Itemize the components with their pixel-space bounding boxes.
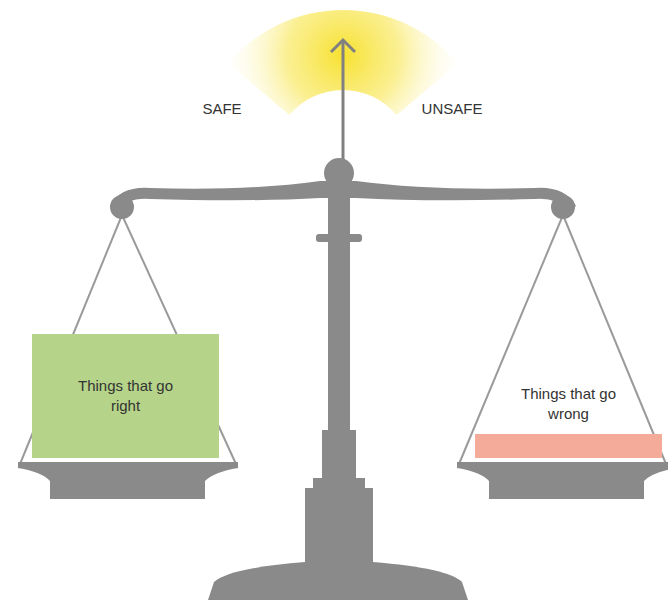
- outcome-box: Things that go right: [32, 334, 219, 458]
- outcome-bar: Things that go wrong: [475, 434, 662, 458]
- column-collar: [316, 234, 362, 242]
- scale-base: [208, 562, 468, 600]
- needle-arrowhead: [331, 40, 355, 52]
- node-label: Things that go wrong: [521, 384, 617, 424]
- node-label: Things that go right: [78, 376, 174, 416]
- beam-end-knob: [110, 195, 134, 219]
- scale-body: [18, 158, 668, 600]
- pan-string: [459, 215, 563, 464]
- indicator-needle: [342, 40, 345, 160]
- column-lower: [322, 430, 356, 480]
- left-pan: [18, 462, 238, 499]
- scale-label: SAFE: [182, 100, 262, 117]
- right-pan: [457, 462, 668, 499]
- pivot-knob: [324, 158, 354, 188]
- column-neck: [331, 242, 347, 250]
- pan-string: [563, 215, 666, 464]
- scale-label: UNSAFE: [407, 100, 497, 117]
- column-pedestal: [305, 488, 373, 564]
- scale-column: [328, 180, 350, 435]
- beam-end-knob: [551, 195, 575, 219]
